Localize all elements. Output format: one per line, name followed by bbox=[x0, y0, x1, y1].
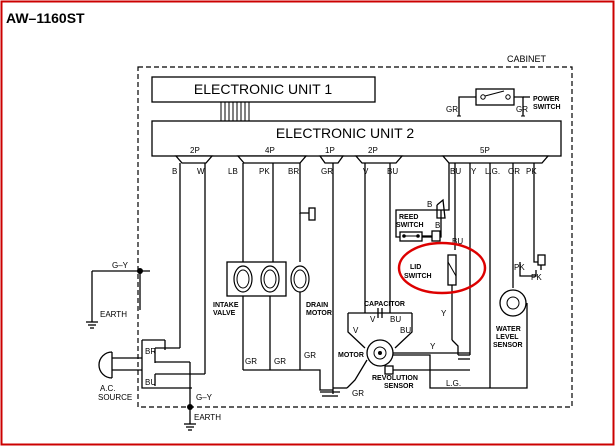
lid-switch-label-2: SWITCH bbox=[404, 273, 432, 280]
pk-1: PK bbox=[514, 263, 525, 272]
pin5-pk: PK bbox=[526, 167, 537, 176]
pin-v: V bbox=[363, 167, 369, 176]
gr-valve-2: GR bbox=[274, 357, 286, 366]
electronic-unit-1 bbox=[151, 76, 376, 103]
connector-2p-a: 2P bbox=[190, 146, 200, 155]
capacitor-motor bbox=[333, 300, 470, 389]
lid-switch bbox=[397, 236, 487, 355]
electronic-unit-1-label: ELECTRONIC UNIT 1 bbox=[194, 81, 332, 97]
lid-switch-label-1: LID bbox=[410, 264, 421, 271]
drain-motor-label-1: DRAIN bbox=[306, 302, 328, 309]
cabinet-border bbox=[137, 66, 573, 408]
cap-v-2: V bbox=[370, 315, 376, 324]
power-switch-label-2: SWITCH bbox=[533, 104, 561, 111]
water-level-label-1: WATER bbox=[496, 326, 521, 333]
connector-shapes bbox=[174, 155, 550, 164]
gr-drain: GR bbox=[304, 351, 316, 360]
intake-valve-label-1: INTAKE bbox=[213, 302, 239, 309]
reed-b-2: B bbox=[435, 221, 440, 230]
ac-source-label-2: SOURCE bbox=[98, 393, 132, 402]
pin5-y: Y bbox=[471, 167, 477, 176]
earth-left bbox=[86, 268, 150, 329]
reed-switch-label-1: REED bbox=[399, 214, 418, 221]
ac-bu: BU bbox=[145, 378, 156, 387]
reed-switch bbox=[395, 198, 446, 242]
earth-bottom-label: EARTH bbox=[194, 413, 221, 422]
reed-switch-label-2: SWITCH bbox=[396, 222, 424, 229]
cap-bu-2: BU bbox=[400, 326, 411, 335]
power-switch bbox=[457, 88, 530, 117]
gy-bottom: G–Y bbox=[196, 393, 213, 402]
water-level-label-3: SENSOR bbox=[493, 342, 523, 349]
pin-w: W bbox=[197, 167, 205, 176]
connector-2p-b: 2P bbox=[368, 146, 378, 155]
pin-lb: LB bbox=[228, 167, 238, 176]
pin-bu: BU bbox=[387, 167, 398, 176]
ac-source bbox=[98, 339, 196, 431]
gy-left: G–Y bbox=[112, 261, 129, 270]
gr-valve-1: GR bbox=[245, 357, 257, 366]
cabinet-label: CABINET bbox=[507, 54, 547, 64]
connector-4p: 4P bbox=[265, 146, 275, 155]
reed-bu: BU bbox=[452, 237, 463, 246]
water-level-label-2: LEVEL bbox=[496, 334, 519, 341]
gr-motor: GR bbox=[352, 389, 364, 398]
drain-motor-label-2: MOTOR bbox=[306, 310, 332, 317]
drain-motor bbox=[290, 265, 310, 370]
pin-gr: GR bbox=[321, 167, 333, 176]
connector-1p: 1P bbox=[325, 146, 335, 155]
lg-bottom: L.G. bbox=[446, 379, 461, 388]
earth-left-label: EARTH bbox=[100, 310, 127, 319]
model-title: AW–1160ST bbox=[6, 10, 85, 26]
pin5-or: OR bbox=[508, 167, 520, 176]
pin-pk: PK bbox=[259, 167, 270, 176]
power-switch-label-1: POWER bbox=[533, 96, 559, 103]
revolution-sensor-label-1: REVOLUTION bbox=[372, 375, 418, 382]
electronic-unit-2-label: ELECTRONIC UNIT 2 bbox=[276, 125, 414, 141]
pin5-bu: BU bbox=[450, 167, 461, 176]
pin-b: B bbox=[172, 167, 177, 176]
pk-2: PK bbox=[531, 273, 542, 282]
wiring bbox=[154, 163, 541, 394]
ground-bus bbox=[320, 354, 470, 397]
ribbon-cable bbox=[220, 102, 250, 121]
gr-top-left: GR bbox=[446, 105, 458, 114]
pin5-lg: L.G. bbox=[485, 167, 500, 176]
motor-label: MOTOR bbox=[338, 352, 364, 359]
reed-b-1: B bbox=[427, 200, 432, 209]
y-motor: Y bbox=[430, 342, 436, 351]
connector-5p: 5P bbox=[480, 146, 490, 155]
cap-bu-1: BU bbox=[390, 315, 401, 324]
gr-top-right: GR bbox=[516, 105, 528, 114]
ac-source-label-1: A.C. bbox=[100, 384, 116, 393]
water-level-sensor bbox=[470, 254, 546, 389]
capacitor-label: CAPACITOR bbox=[364, 301, 405, 308]
cap-v-1: V bbox=[353, 326, 359, 335]
y-lid: Y bbox=[441, 309, 447, 318]
intake-valve-label-2: VALVE bbox=[213, 310, 236, 317]
lid-switch-highlight bbox=[397, 241, 487, 295]
intake-valve bbox=[226, 261, 333, 391]
revolution-sensor-label-2: SENSOR bbox=[384, 383, 414, 390]
ac-br: BR bbox=[145, 347, 156, 356]
pin-br: BR bbox=[288, 167, 299, 176]
